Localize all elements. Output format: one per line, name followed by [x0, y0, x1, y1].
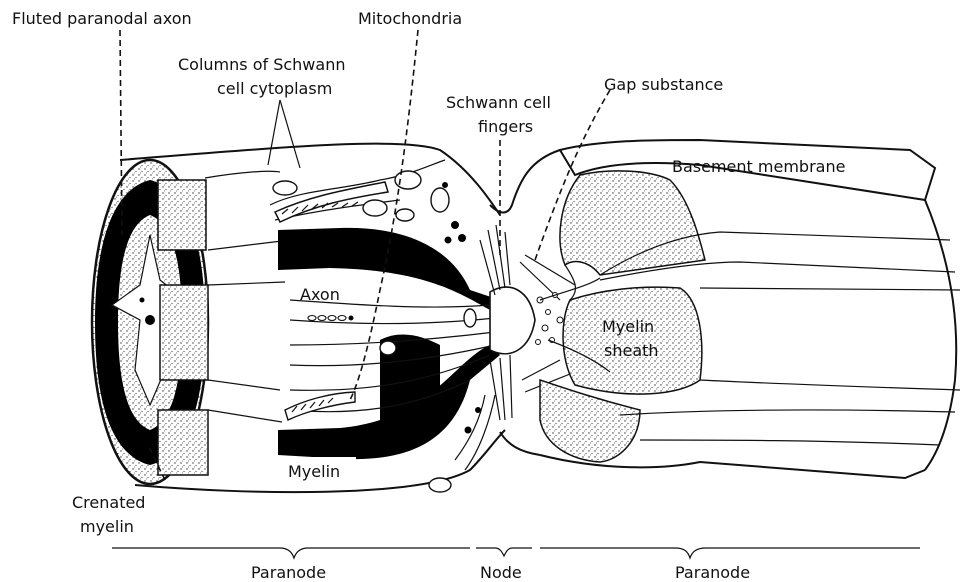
label-fluted-paranodal-axon: Fluted paranodal axon	[12, 9, 192, 28]
label-crenated-1: Crenated	[72, 493, 145, 512]
label-myelin-sheath-1: Myelin	[602, 317, 654, 336]
right-paranode	[540, 140, 960, 478]
label-basement-membrane: Basement membrane	[672, 157, 845, 176]
region-label-left-paranode: Paranode	[251, 563, 326, 582]
label-columns-of-schwann-1: Columns of Schwann	[178, 55, 345, 74]
label-axon: Axon	[300, 285, 340, 304]
label-columns-of-schwann-2: cell cytoplasm	[217, 79, 332, 98]
label-myelin-sheath-2: sheath	[604, 341, 659, 360]
region-braces	[112, 548, 920, 558]
label-myelin: Myelin	[288, 462, 340, 481]
label-schwann-fingers-1: Schwann cell	[446, 93, 551, 112]
label-mitochondria: Mitochondria	[358, 9, 462, 28]
label-crenated-2: myelin	[80, 517, 134, 536]
region-label-node: Node	[480, 563, 522, 582]
region-label-right-paranode: Paranode	[675, 563, 750, 582]
label-gap-substance: Gap substance	[604, 75, 723, 94]
label-schwann-fingers-2: fingers	[478, 117, 533, 136]
left-paranode	[92, 144, 505, 492]
right-myelin-upper	[560, 171, 705, 275]
